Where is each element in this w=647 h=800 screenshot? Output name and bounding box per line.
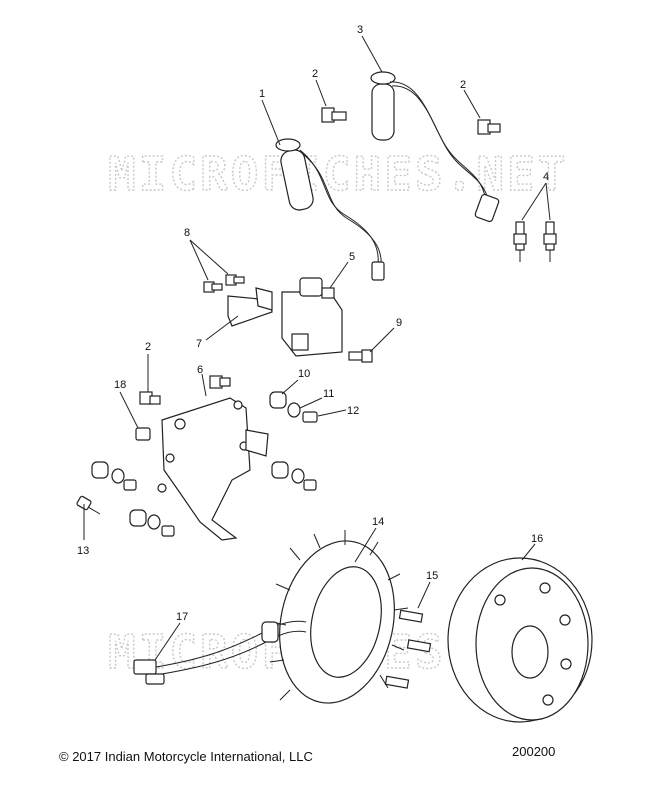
callout-4: 4 [543,171,549,183]
stator-14-icon [269,530,409,704]
callout-2b: 2 [460,79,466,91]
callout-3: 3 [357,24,363,36]
wiring-harness-17-icon [133,620,307,685]
ignition-coil-3-icon [370,71,500,223]
callout-11: 11 [323,388,334,400]
callout-14: 14 [372,516,384,528]
callout-17: 17 [176,611,188,623]
sensor-13-icon [76,495,101,515]
watermark-top: MICROFICHES.NET [108,147,568,201]
callout-2a: 2 [312,68,318,80]
bracket-7-icon [227,287,273,327]
callout-7: 7 [196,338,202,350]
callout-13: 13 [77,545,89,557]
callout-8: 8 [184,227,190,239]
callout-10: 10 [298,368,310,380]
nut-18-icon [135,427,151,441]
ignition-coil-1-icon [275,138,385,281]
nut-12-icon [302,411,318,423]
bolt-bracket-icon [209,375,231,389]
flywheel-16-icon [447,557,593,723]
grommet-left-upper-icon [91,461,137,491]
callout-9: 9 [396,317,402,329]
washer-11-icon [287,402,301,418]
grommet-right-icon [271,461,317,491]
callout-16: 16 [531,533,543,545]
callout-6: 6 [197,364,203,376]
bolt-9-icon [348,349,373,363]
callout-leaders [83,35,551,661]
grommet-10-icon [269,391,287,409]
bolt-2b-icon [477,119,501,135]
spark-plug-icon [513,221,557,262]
callout-1: 1 [259,88,265,100]
bolt-2c-icon [139,391,161,405]
grommet-left-lower-icon [129,509,175,537]
coil-pack-5-icon [281,277,343,357]
diagram-id: 200200 [512,744,556,759]
mounting-bracket-6-icon [157,397,269,541]
callout-12: 12 [347,405,359,417]
callout-2c: 2 [145,341,151,353]
copyright-text: © 2017 Indian Motorcycle International, … [59,749,313,764]
callout-18: 18 [114,379,126,391]
bolt-2a-icon [321,107,347,123]
callout-5: 5 [349,251,355,263]
bolt-15-icon [384,609,432,689]
callout-15: 15 [426,570,438,582]
bolt-8-icon [203,274,245,293]
